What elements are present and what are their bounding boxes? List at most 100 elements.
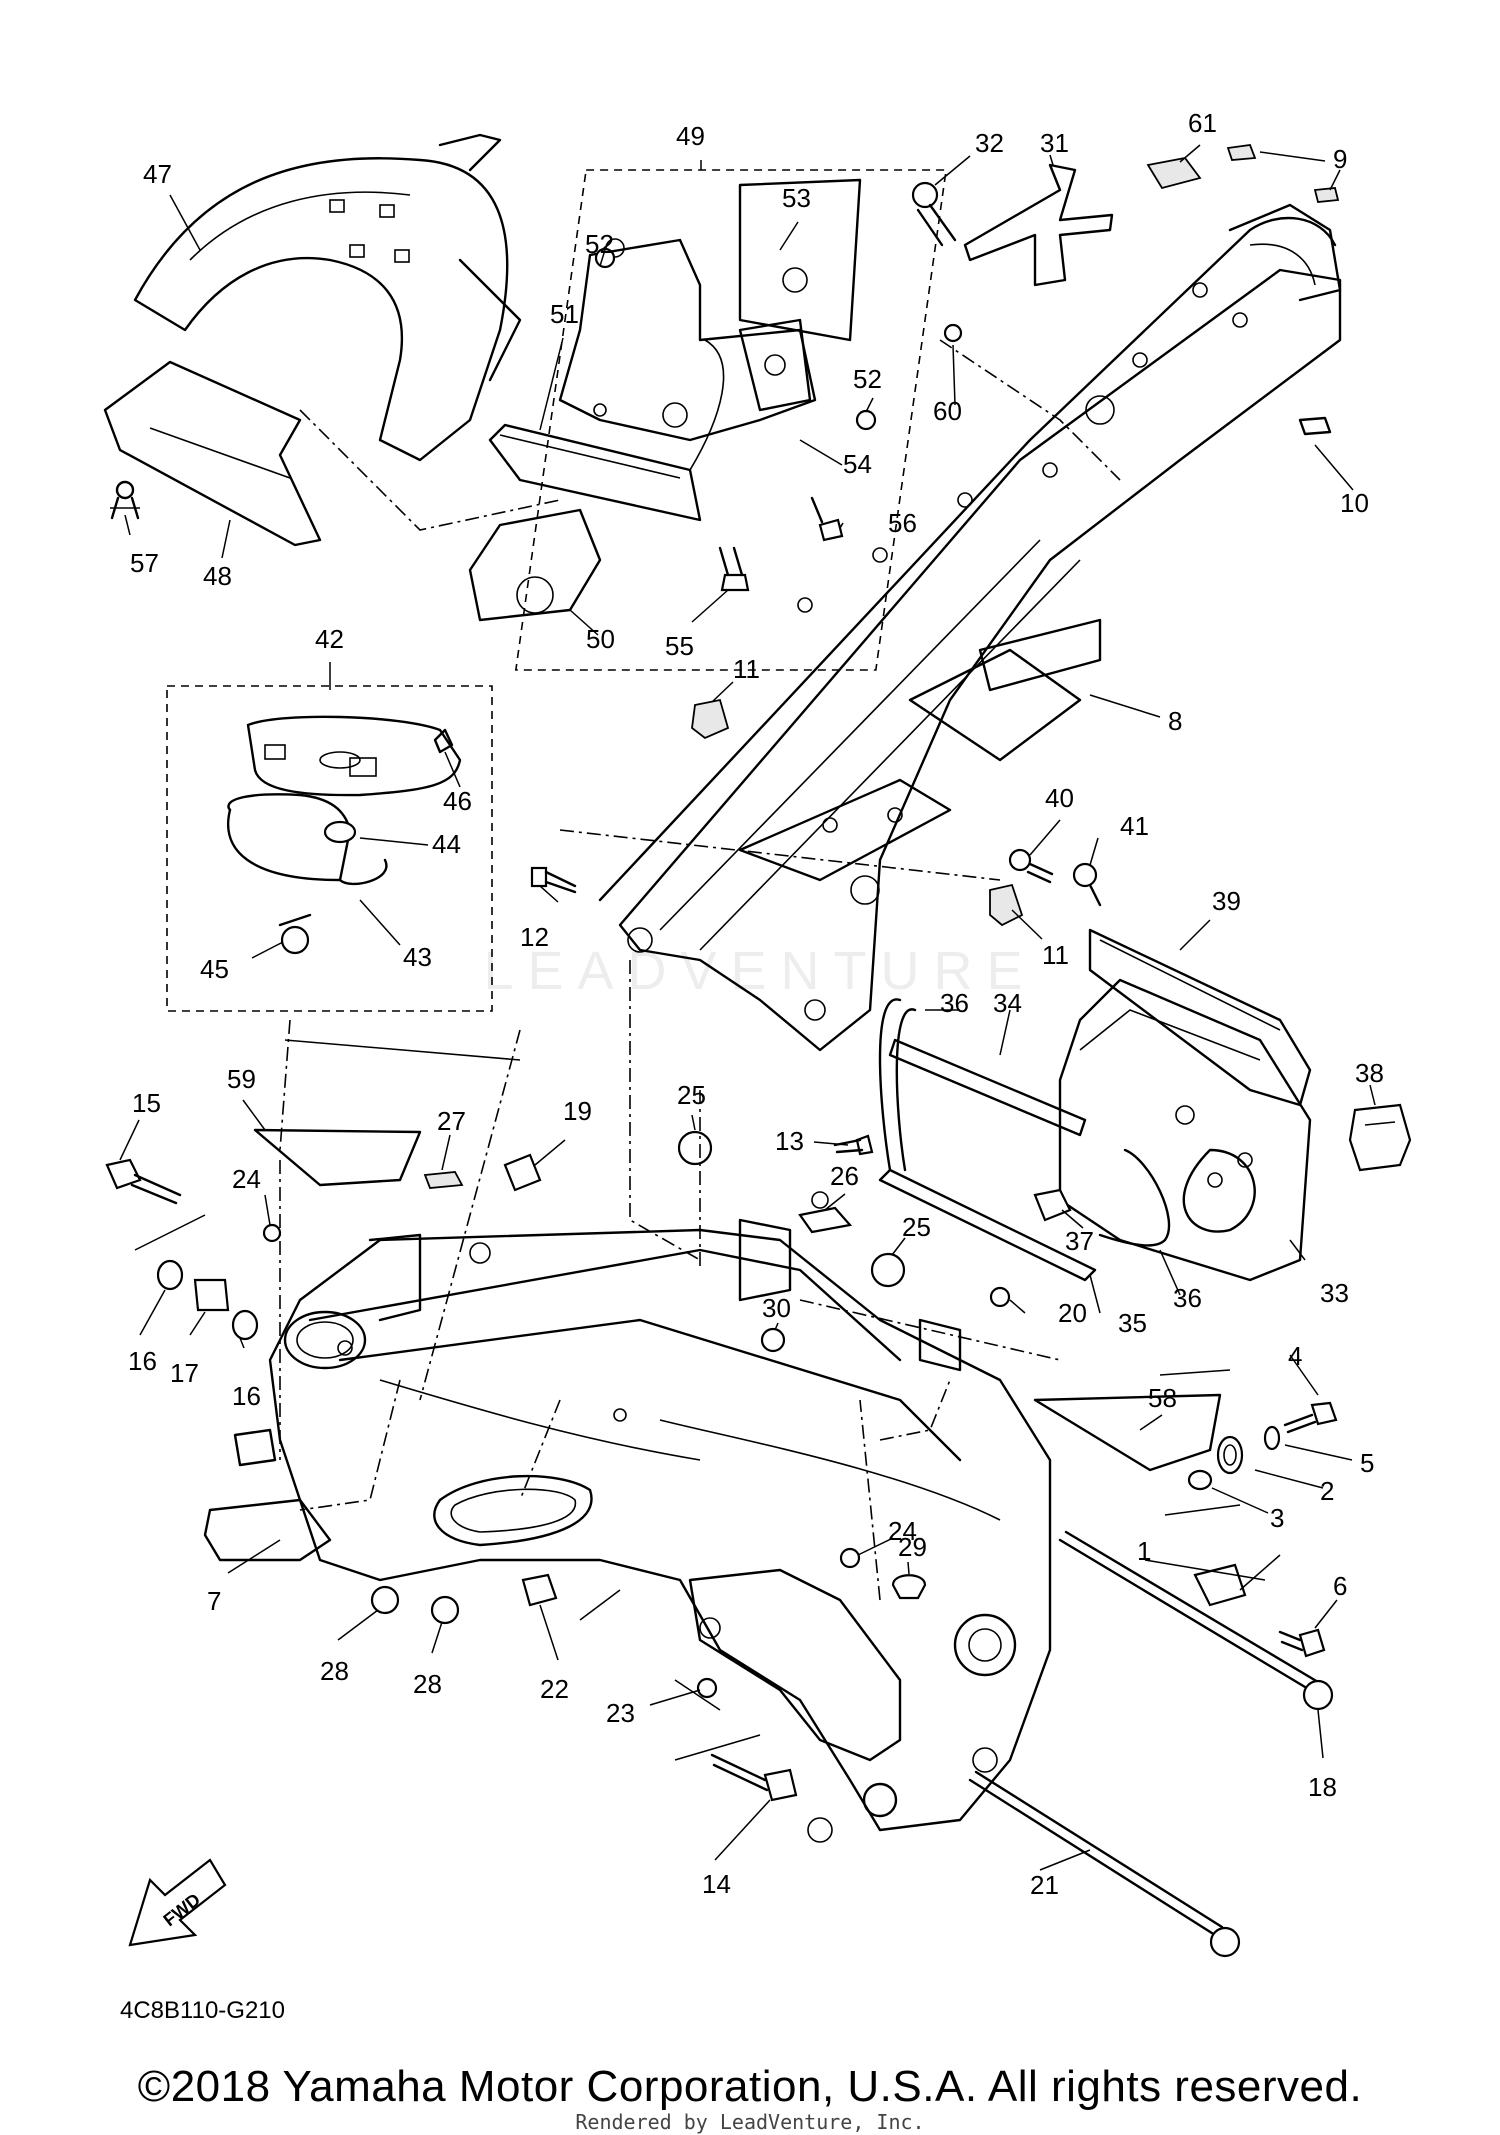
assembly-line	[939, 339, 1121, 481]
callout-50: 50	[586, 624, 615, 654]
diagram-code: 4C8B110-G210	[120, 1997, 285, 2024]
rear-frame-part	[598, 203, 1342, 1052]
callout-24b: 24	[888, 1516, 917, 1546]
callout-14: 14	[702, 1869, 731, 1899]
label-part-61	[1146, 157, 1202, 190]
callout-55: 55	[665, 631, 694, 661]
cover-part	[103, 360, 322, 547]
seat-lock-assembly	[227, 715, 462, 955]
callout-22: 22	[540, 1674, 569, 1704]
bolt-part-6	[1278, 1628, 1326, 1658]
callout-47: 47	[143, 159, 172, 189]
callout-37: 37	[1065, 1226, 1094, 1256]
callout-13: 13	[775, 1126, 804, 1156]
callout-52b: 52	[853, 364, 882, 394]
collar-part-60	[943, 323, 963, 343]
band-part-36	[878, 998, 1171, 1247]
callout-1: 1	[1137, 1536, 1151, 1566]
callout-leaders	[119, 144, 1376, 1871]
spacer-part-17	[193, 1278, 230, 1312]
main-frame-part	[203, 1191, 1052, 1843]
assembly-line	[559, 829, 1001, 881]
engine-mount-part-1	[1193, 1563, 1247, 1607]
callout-36b: 36	[1173, 1283, 1202, 1313]
bush-part-16	[156, 1259, 259, 1341]
callout-49: 49	[676, 121, 705, 151]
bracket-assembly	[468, 178, 862, 622]
pad-part-9	[1226, 144, 1340, 203]
clamp-part-37	[1033, 1188, 1072, 1222]
bolt-part-56	[810, 496, 844, 542]
grommet-part-28	[370, 1585, 460, 1625]
callout-36a: 36	[940, 988, 969, 1018]
pad-part-10	[1298, 416, 1332, 436]
callout-42: 42	[315, 624, 344, 654]
callout-20: 20	[1058, 1298, 1087, 1328]
callout-18: 18	[1308, 1772, 1337, 1802]
callout-5: 5	[1360, 1448, 1374, 1478]
callout-46: 46	[443, 786, 472, 816]
battery-band-part-34	[888, 1038, 1087, 1137]
callout-16b: 16	[232, 1381, 261, 1411]
callout-48: 48	[203, 561, 232, 591]
callout-3: 3	[1270, 1503, 1284, 1533]
grommet-part-27	[423, 1171, 464, 1189]
cover-part-39	[1088, 928, 1312, 1107]
strap-part-35	[878, 1168, 1097, 1282]
callout-30: 30	[762, 1293, 791, 1323]
cap-part-25	[677, 1130, 906, 1288]
callout-2: 2	[1320, 1476, 1334, 1506]
callout-31: 31	[1040, 128, 1069, 158]
callout-10: 10	[1340, 488, 1369, 518]
callout-9: 9	[1333, 144, 1347, 174]
cover-part-59	[253, 1128, 422, 1187]
callout-labels: 1 2 3 4 5 6 7 8 9 10 11 11 12 13 14 15 1…	[128, 108, 1384, 1900]
callout-45: 45	[200, 954, 229, 984]
callout-44: 44	[432, 829, 461, 859]
bracket-line	[134, 1039, 1281, 1761]
collar-part-19	[503, 1153, 542, 1192]
callout-11b: 11	[1042, 940, 1069, 970]
assembly-box-49	[514, 169, 948, 671]
callout-12: 12	[520, 922, 549, 952]
callout-21: 21	[1030, 1870, 1059, 1900]
assembly-line	[629, 960, 701, 1261]
assembly-line	[299, 409, 561, 531]
bolt-part-12	[530, 866, 577, 894]
plate-part-26	[798, 1206, 853, 1234]
copyright-text: ©2018 Yamaha Motor Corporation, U.S.A. A…	[137, 2062, 1363, 2111]
callout-24a: 24	[232, 1164, 261, 1194]
collar-part-23	[696, 1677, 718, 1699]
callout-41: 41	[1120, 811, 1149, 841]
bolt-part-14	[710, 1753, 798, 1802]
callout-60: 60	[933, 396, 962, 426]
callout-57: 57	[130, 548, 159, 578]
cap-part-29	[891, 1574, 927, 1600]
callout-29: 29	[898, 1532, 927, 1562]
watermark: LEADVENTURE	[483, 941, 1037, 1001]
callout-17: 17	[170, 1358, 199, 1388]
screw-part-40	[1008, 848, 1054, 884]
callout-32: 32	[975, 128, 1004, 158]
callout-11a: 11	[733, 654, 760, 684]
callout-6: 6	[1333, 1571, 1347, 1601]
collar-part-3	[1187, 1469, 1213, 1491]
bolt-part-13	[833, 1134, 874, 1156]
assembly-line	[859, 1399, 881, 1601]
washer-part-5	[1263, 1425, 1281, 1451]
callout-8: 8	[1168, 706, 1182, 736]
rendered-by-text: Rendered by LeadVenture, Inc.	[575, 2110, 925, 2134]
callout-59: 59	[227, 1064, 256, 1094]
fwd-arrow-icon: FWD	[128, 1858, 227, 1947]
callout-23: 23	[606, 1698, 635, 1728]
callout-7: 7	[207, 1586, 221, 1616]
rivet-part-57	[110, 480, 140, 520]
collar-part-22	[521, 1573, 558, 1607]
callout-61: 61	[1188, 108, 1217, 138]
callout-26: 26	[830, 1161, 859, 1191]
cap-part-24	[262, 1223, 861, 1569]
rivet-part-41	[1072, 862, 1102, 907]
damper-part-2	[1216, 1435, 1244, 1475]
callout-51: 51	[550, 299, 579, 329]
